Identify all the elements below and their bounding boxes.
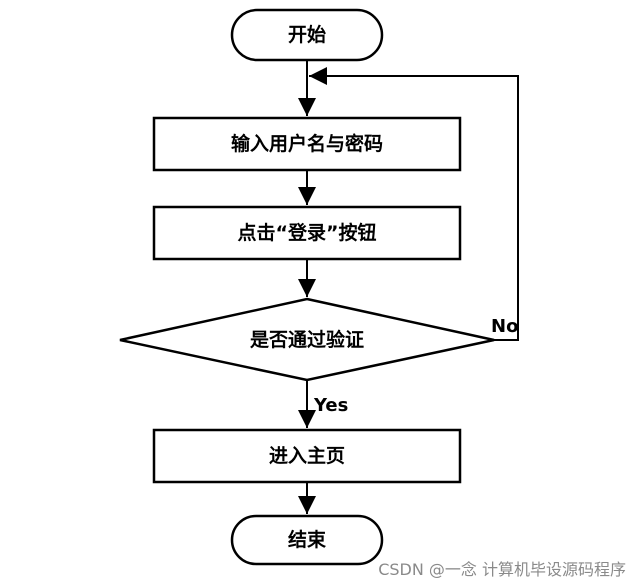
watermark-text: CSDN @一念 计算机毕设源码程序 [378, 560, 626, 579]
input-credentials-node: 输入用户名与密码 [152, 116, 462, 172]
verify-decision-node: 是否通过验证 [119, 297, 495, 382]
enter-home-label: 进入主页 [269, 445, 345, 467]
end-label: 结束 [288, 528, 327, 551]
click-login-node: 点击“登录”按钮 [152, 205, 462, 261]
input-credentials-label: 输入用户名与密码 [231, 132, 383, 155]
edge-label-no: No [491, 316, 518, 337]
end-node: 结束 [230, 514, 384, 566]
enter-home-node: 进入主页 [152, 428, 462, 484]
click-login-label: 点击“登录”按钮 [238, 221, 377, 244]
verify-decision-label: 是否通过验证 [250, 328, 364, 351]
arrow-no-loopback [309, 67, 519, 341]
start-node: 开始 [230, 8, 384, 62]
start-label: 开始 [288, 23, 326, 46]
edge-label-yes: Yes [313, 395, 348, 416]
